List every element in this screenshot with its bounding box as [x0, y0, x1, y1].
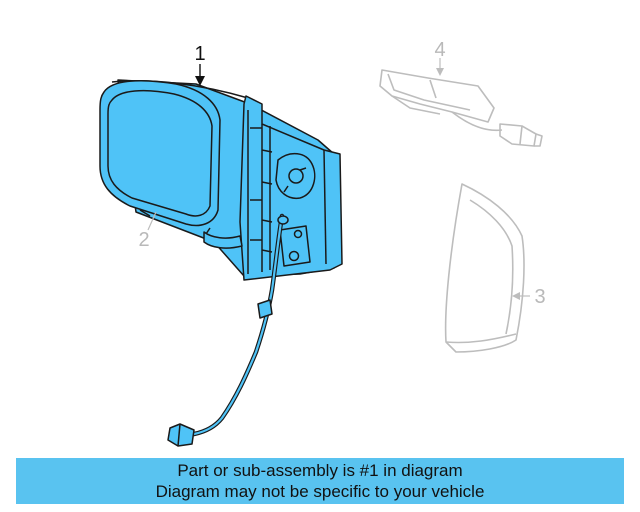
info-banner: Part or sub-assembly is #1 in diagram Di… — [16, 458, 624, 504]
callout-1: 1 — [194, 43, 205, 65]
part-1-mirror-assembly — [99, 79, 343, 447]
parts-diagram: 1 2 4 3 — [99, 39, 546, 447]
part-4-turn-signal-lamp — [379, 69, 543, 147]
banner-line-1: Part or sub-assembly is #1 in diagram — [177, 461, 463, 480]
callout-3: 3 — [534, 286, 545, 308]
callout-4: 4 — [434, 39, 445, 61]
banner-line-2: Diagram may not be specific to your vehi… — [155, 482, 485, 501]
part-3-mirror-cover — [444, 183, 525, 353]
leader-lines — [147, 58, 530, 300]
callout-2: 2 — [138, 229, 149, 251]
